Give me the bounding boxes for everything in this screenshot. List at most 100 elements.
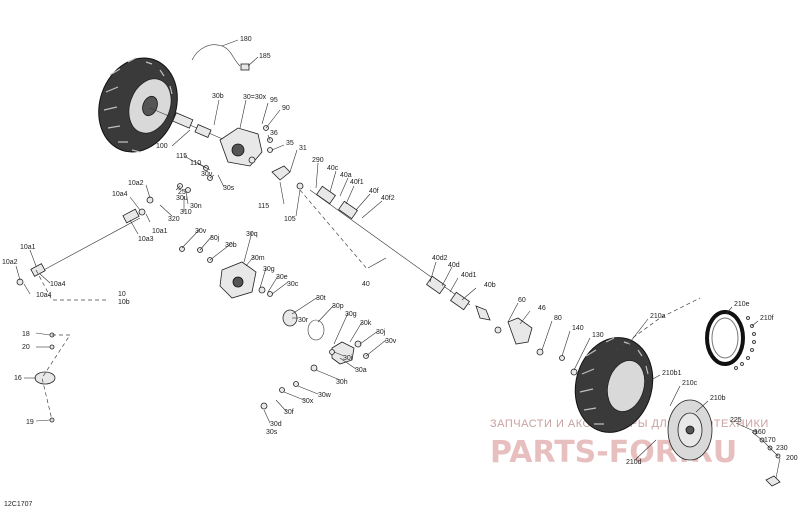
callout-30u: 30u: [176, 195, 188, 202]
callout-10a2-b: 10a2: [2, 259, 18, 266]
callout-30a: 30a: [355, 367, 367, 374]
callout-30b: 30b: [212, 93, 224, 100]
callout-10a1-a: 10a1: [152, 228, 168, 235]
callout-10a2-a: 10a2: [128, 180, 144, 187]
beadlock-ring: [705, 310, 745, 366]
callout-30v-b: 30v: [195, 228, 207, 235]
callout-210b: 210b: [710, 395, 726, 402]
callout-30f: 30f: [284, 409, 294, 416]
callout-80: 80: [554, 315, 562, 322]
callout-40f: 40f: [369, 188, 379, 195]
wheel-rim-210b: [667, 399, 713, 461]
callout-180: 180: [240, 36, 252, 43]
callout-160: 160: [754, 429, 766, 436]
callout-30x: 30x: [302, 398, 314, 405]
steering-knuckle-parts: [475, 305, 578, 376]
callout-30e: 30e: [276, 274, 288, 281]
callout-19: 19: [26, 419, 34, 426]
callout-40c: 40c: [327, 165, 339, 172]
callout-10: 10: [118, 291, 126, 298]
leader-lines: [15, 39, 781, 479]
guide-line-40: [299, 189, 369, 271]
callout-18: 18: [22, 331, 30, 338]
callout-320: 320: [168, 216, 180, 223]
drive-shaft-40: [309, 185, 471, 311]
callout-30d: 30d: [270, 421, 282, 428]
callout-115-b: 115: [258, 203, 269, 210]
support-bearing-16: [34, 332, 56, 423]
callout-40b: 40b: [484, 282, 496, 289]
front-differential-housing: [219, 127, 263, 167]
callout-100: 100: [156, 143, 168, 150]
callout-30p: 30p: [332, 303, 344, 310]
guide-line-210: [615, 297, 701, 351]
callout-210f: 210f: [760, 315, 774, 322]
callout-16: 16: [14, 375, 22, 382]
callout-30k: 30k: [360, 320, 372, 327]
callout-105: 105: [284, 216, 296, 223]
callout-210e: 210e: [734, 301, 750, 308]
callout-40: 40: [362, 281, 370, 288]
callout-30h: 30h: [336, 379, 348, 386]
front-axle-shaft-left: [149, 107, 226, 141]
callout-210a: 210a: [650, 313, 666, 320]
callout-210d: 210d: [626, 459, 642, 466]
callout-310: 310: [180, 209, 192, 216]
callout-200: 200: [786, 455, 798, 462]
callout-labels: 180 185 30b 30=30x 95 90 36 35 31 100 11…: [2, 36, 798, 466]
callout-10a4-c: 10a4: [50, 281, 66, 288]
callout-30g-b: 30g: [345, 311, 357, 318]
callout-30-30x: 30=30x: [243, 94, 267, 101]
front-left-tire: [98, 57, 178, 153]
callout-115-a: 115: [176, 153, 187, 160]
callout-30c: 30c: [287, 281, 299, 288]
callout-90: 90: [282, 105, 290, 112]
guide-line-10: [35, 269, 108, 301]
callout-30j-a: 30j: [210, 235, 220, 242]
callout-25: 25: [178, 189, 186, 196]
callout-30s-b: 30s: [266, 429, 278, 436]
vent-hose: [191, 44, 250, 71]
callout-40d1: 40d1: [461, 272, 477, 279]
callout-20: 20: [22, 344, 30, 351]
callout-40f1: 40f1: [350, 179, 364, 186]
callout-10b: 10b: [118, 299, 130, 306]
callout-130: 130: [592, 332, 604, 339]
callout-30n: 30n: [190, 203, 202, 210]
callout-46: 46: [538, 305, 546, 312]
differential-exploded-parts: [179, 246, 369, 410]
callout-10a4-b: 10a4: [36, 292, 52, 299]
callout-40a: 40a: [340, 172, 352, 179]
callout-225: 225: [730, 417, 742, 424]
callout-30i: 30i: [343, 355, 353, 362]
callout-40d: 40d: [448, 262, 460, 269]
callout-40f2: 40f2: [381, 195, 395, 202]
front-right-tire: [574, 337, 654, 433]
callout-35: 35: [286, 140, 294, 147]
callout-30g-a: 30g: [263, 266, 275, 273]
callout-30v-a: 30v: [201, 171, 213, 178]
callout-170: 170: [764, 437, 776, 444]
callout-30s-a: 30s: [223, 185, 235, 192]
callout-30j-b: 30j: [376, 329, 386, 336]
callout-185: 185: [259, 53, 271, 60]
callout-31: 31: [299, 145, 307, 152]
callout-30v-c: 30v: [385, 338, 397, 345]
callout-290: 290: [312, 157, 324, 164]
callout-30q: 30q: [246, 231, 258, 238]
callout-30r: 30r: [298, 317, 309, 324]
callout-36: 36: [270, 130, 278, 137]
callout-10a1-b: 10a1: [20, 244, 36, 251]
callout-110: 110: [190, 160, 201, 167]
callout-40d2: 40d2: [432, 255, 448, 262]
beadlock-bolts: [734, 316, 756, 370]
callout-10a3: 10a3: [138, 236, 154, 243]
callout-210b1: 210b1: [662, 370, 682, 377]
callout-140: 140: [572, 325, 584, 332]
guide-line-16: [41, 334, 71, 421]
callout-210c: 210c: [682, 380, 698, 387]
propeller-shaft-10: [16, 183, 191, 286]
callout-30t: 30t: [316, 295, 326, 302]
